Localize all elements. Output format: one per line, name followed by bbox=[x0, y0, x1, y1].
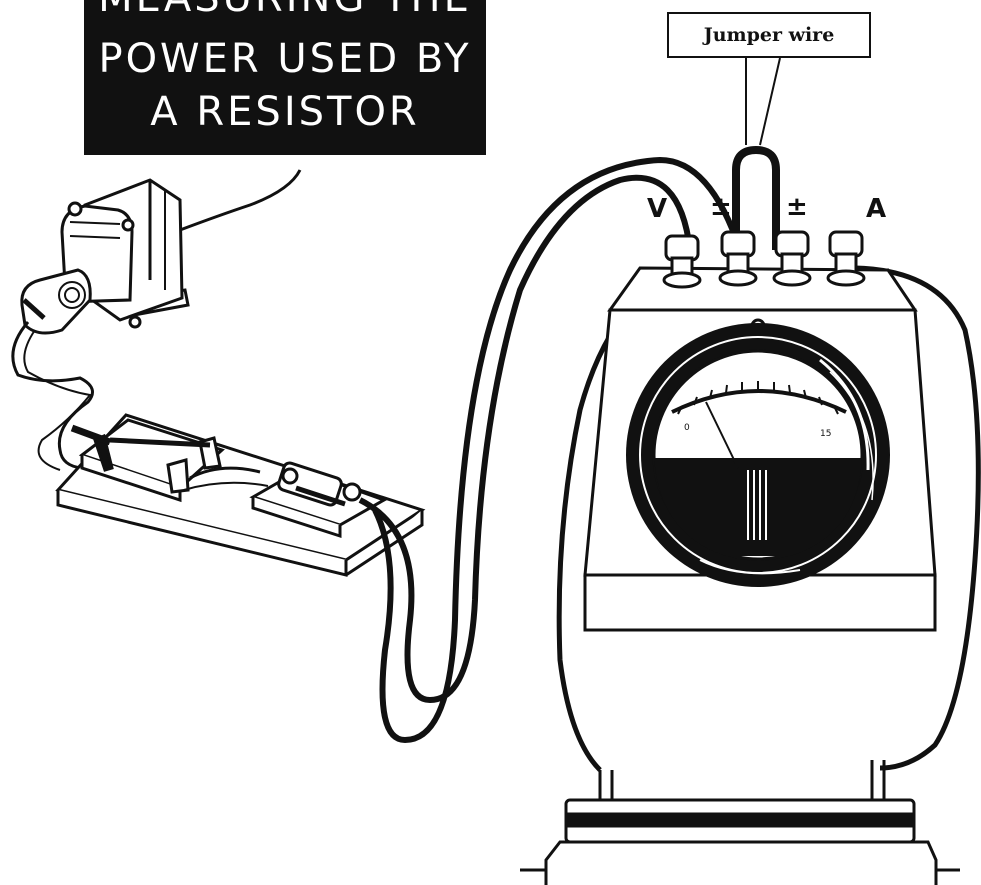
meter-dial bbox=[626, 323, 890, 587]
resistor bbox=[520, 760, 960, 885]
jumper-wire-callout: Jumper wire bbox=[667, 12, 871, 58]
title-line-1: MEASURING THE bbox=[84, 0, 486, 20]
terminal-label-current: A bbox=[866, 196, 886, 222]
scale-max-label: 15 bbox=[820, 429, 831, 439]
supply-wire-upper bbox=[13, 322, 93, 468]
binding-post-common-1 bbox=[720, 232, 756, 285]
binding-post-current bbox=[828, 232, 864, 285]
binding-post-common-2 bbox=[774, 232, 810, 285]
transformer bbox=[22, 180, 188, 333]
terminal-label-voltage: V bbox=[647, 196, 667, 222]
binding-post-voltage bbox=[664, 236, 700, 287]
power-cord bbox=[180, 170, 300, 230]
supply-wire-lower bbox=[24, 330, 90, 470]
title-line-3: A RESISTOR bbox=[84, 90, 486, 134]
terminal-label-common-2: ± bbox=[786, 194, 808, 220]
title-panel: MEASURING THE POWER USED BY A RESISTOR bbox=[84, 0, 486, 155]
terminal-label-common-1: ± bbox=[710, 194, 732, 220]
title-line-2: POWER USED BY bbox=[84, 37, 486, 81]
callout-pointer bbox=[746, 58, 780, 145]
scale-min-label: 0 bbox=[684, 423, 690, 433]
